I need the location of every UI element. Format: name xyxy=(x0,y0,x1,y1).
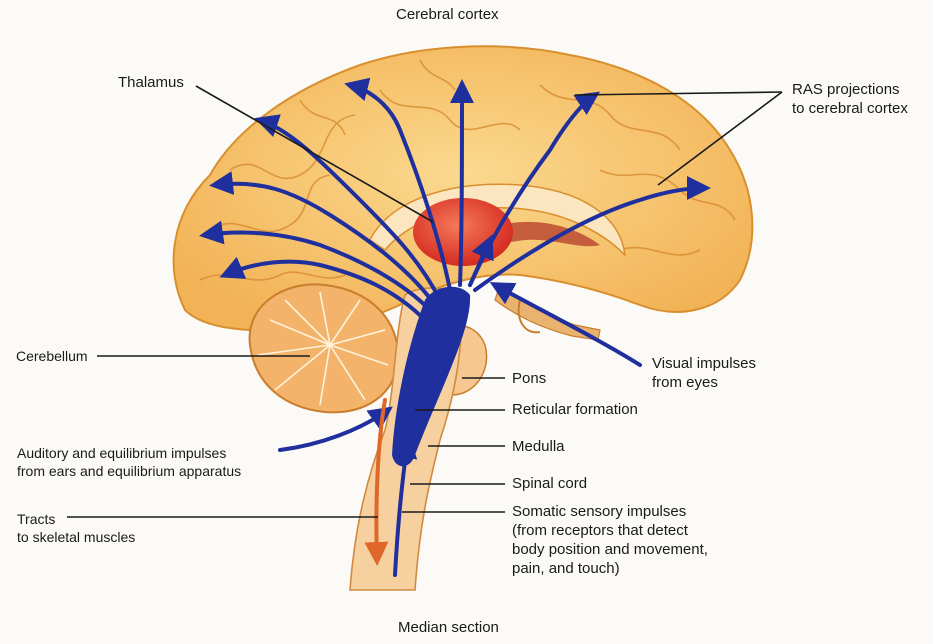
label-somatic-line-4: pain, and touch) xyxy=(512,560,620,577)
ras-leader-1 xyxy=(574,91,783,96)
label-somatic-line-2: (from receptors that detect xyxy=(512,522,688,539)
label-pons: Pons xyxy=(512,370,547,387)
cortex-gyri xyxy=(199,59,736,281)
auditory-impulse-arrow xyxy=(278,406,393,452)
label-visual-impulses: Visual impulses from eyes xyxy=(652,354,756,392)
motor-tract-arrow xyxy=(364,398,389,566)
label-somatic-line-3: body position and movement, xyxy=(512,541,708,558)
ras-leader-2 xyxy=(657,91,783,186)
optic-chiasm xyxy=(517,299,541,334)
label-auditory-impulses: Auditory and equilibrium impulses from e… xyxy=(17,444,241,480)
label-tracts-line-2: to skeletal muscles xyxy=(17,529,136,545)
label-tracts-line-1: Tracts xyxy=(17,511,56,527)
label-spinal-cord: Spinal cord xyxy=(512,475,588,492)
somatic-sensory-arrow xyxy=(393,434,418,577)
label-cerebellum: Cerebellum xyxy=(16,348,88,364)
ras-projection-arrows xyxy=(199,77,711,322)
label-ras-line-1: RAS projections xyxy=(792,81,900,98)
label-auditory-line-1: Auditory and equilibrium impulses xyxy=(17,445,227,461)
label-somatic-impulses: Somatic sensory impulses (from receptors… xyxy=(512,502,708,578)
label-thalamus: Thalamus xyxy=(118,74,184,91)
label-tracts: Tracts to skeletal muscles xyxy=(17,510,135,546)
label-medulla: Medulla xyxy=(512,438,565,455)
label-visual-line-1: Visual impulses xyxy=(652,355,756,372)
label-reticular-formation: Reticular formation xyxy=(512,401,638,418)
label-visual-line-2: from eyes xyxy=(652,374,718,391)
thalamus-leader xyxy=(195,85,434,223)
label-auditory-line-2: from ears and equilibrium apparatus xyxy=(17,463,242,479)
label-cerebral-cortex: Cerebral cortex xyxy=(396,6,499,23)
reticular-formation-core xyxy=(392,286,471,467)
stem-to-thalamus-arrow xyxy=(468,234,494,287)
caption-median-section: Median section xyxy=(398,619,499,636)
cerebellum-shape xyxy=(248,283,400,414)
visual-impulse-arrow xyxy=(489,282,642,367)
label-ras-line-2: to cerebral cortex xyxy=(792,100,908,117)
label-ras-projections: RAS projections to cerebral cortex xyxy=(792,80,908,118)
leader-lines xyxy=(67,85,783,518)
label-somatic-line-1: Somatic sensory impulses xyxy=(512,503,687,520)
